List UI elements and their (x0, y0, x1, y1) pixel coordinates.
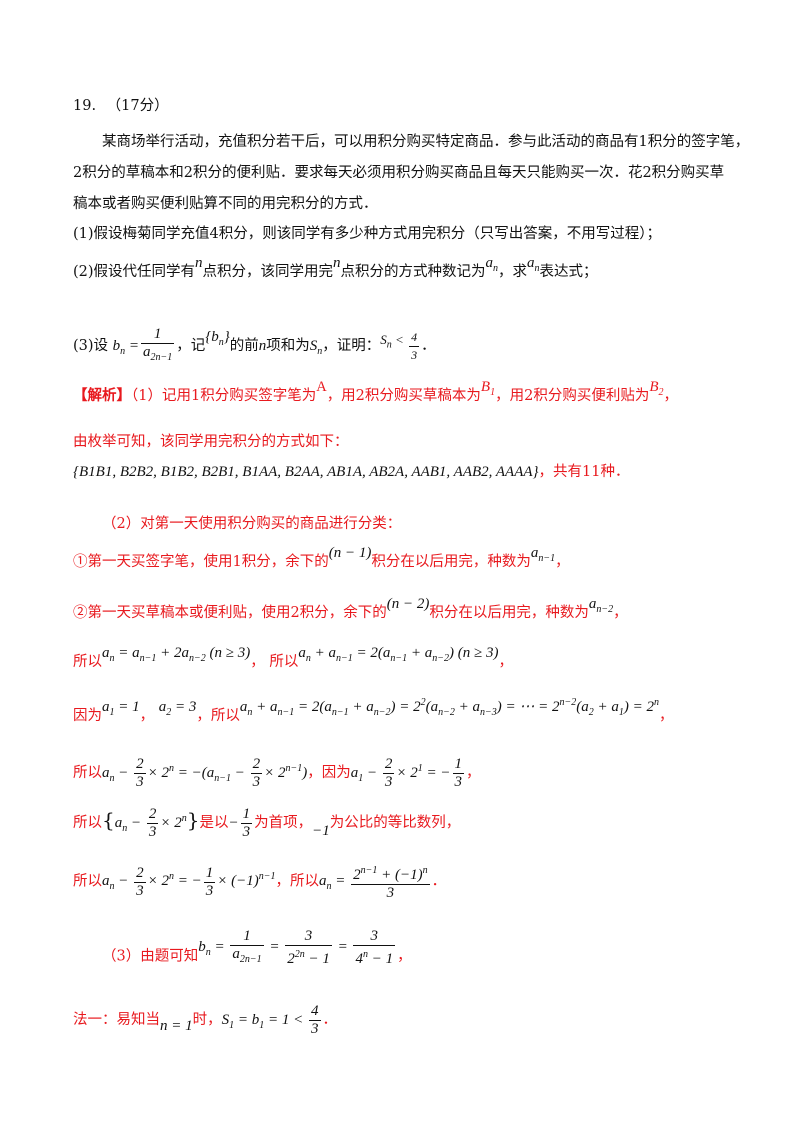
solution-case-2: ②第一天买草稿本或便利贴，使用2积分，余下的(n − 2)积分在以后用完，种数为… (73, 596, 628, 621)
question-points: （17分） (106, 98, 169, 114)
solution-case-1: ①第一天买签字笔，使用1积分，余下的(n − 1)积分在以后用完，种数为an−1… (73, 545, 570, 570)
question-part-2: (2)假设代任同学有n点积分，该同学用完n点积分的方式种数记为an，求an表达式… (73, 255, 598, 280)
question-part-1: (1)假设梅菊同学充值4积分，则该同学有多少种方式用完积分（只写出答案，不用写过… (73, 226, 662, 242)
solution-enum-intro: 由枚举可知，该同学用完积分的方式如下： (73, 434, 349, 450)
solution-recurrence: 所以an = an−1 + 2an−2 (n ≥ 3)， 所以an + an−1… (73, 645, 513, 670)
question-intro-line-3: 稿本或者购买便利贴算不同的用完积分的方式． (73, 196, 378, 212)
question-number: 19. (73, 98, 97, 114)
question-header: 19. （17分） (73, 96, 169, 116)
solution-initial-values: 因为a1 = 1， a2 = 3，所以an + an−1 = 2(an−1 + … (73, 697, 674, 724)
solution-label: 【解析】 (73, 387, 131, 404)
question-intro-line-2: 2积分的草稿本和2积分的便利贴．要求每天必须用积分购买商品且每天只能购买一次．花… (73, 165, 725, 181)
question-intro-line-1: 某商场举行活动，充值积分若干后，可以用积分购买特定商品．参与此活动的商品有1积分… (102, 134, 750, 150)
solution-part-2-title: （2）对第一天使用积分购买的商品进行分类： (102, 516, 402, 532)
solution-enum-set: {B1B1, B2B2, B1B2, B2B1, B1AA, B2AA, AB1… (73, 464, 630, 480)
solution-part-1: 【解析】（1）记用1积分购买签字笔为A，用2积分购买草稿本为B1，用2积分购买便… (73, 379, 678, 404)
